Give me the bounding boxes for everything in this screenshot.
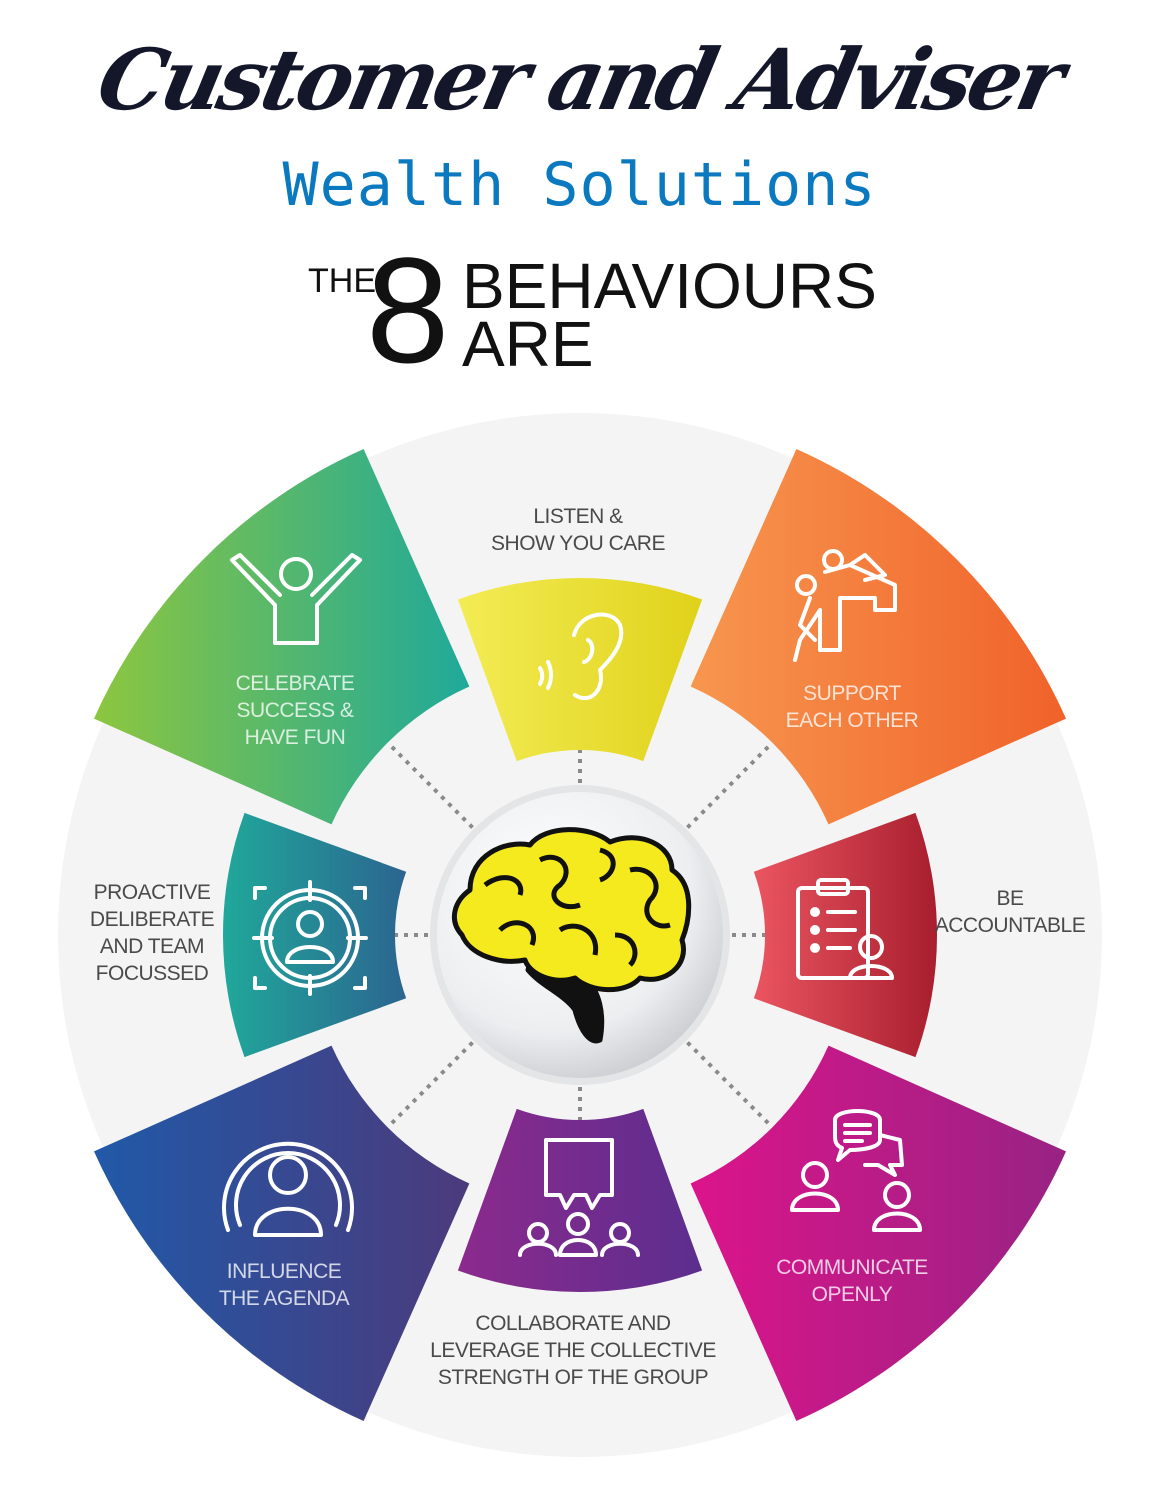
heading-behaviours: BEHAVIOURS [462,250,877,322]
label-proactive: PROACTIVE DELIBERATE AND TEAM FOCUSSED [89,879,215,987]
label-line: SHOW YOU CARE [491,532,665,555]
label-line: SUCCESS & [236,699,354,722]
label-line: CELEBRATE [235,672,355,695]
segment-listen [457,578,703,762]
label-line: EACH OTHER [785,709,919,732]
clipboard-person-icon [796,878,894,980]
label-collaborate: COLLABORATE AND LEVERAGE THE COLLECTIVE ST… [430,1310,716,1391]
label-line: OPENLY [811,1283,893,1306]
segment-support [690,448,1067,825]
radiating-person-icon [222,1141,354,1237]
label-line: PROACTIVE [93,881,211,904]
connector-communicate [686,1041,774,1129]
segment-accountable [753,812,937,1058]
label-line: COMMUNICATE [776,1256,928,1279]
segment-communicate [690,1045,1067,1422]
heading-are: ARE [462,308,594,380]
connector-support [686,741,774,829]
group-speech-icon [518,1138,640,1257]
label-celebrate: CELEBRATE SUCCESS & HAVE FUN [236,670,355,751]
segment-collaborate [457,1108,703,1293]
celebrate-person-icon [230,553,362,645]
heading-the: THE [308,262,376,300]
heading-number: 8 [366,226,450,394]
subtitle: Wealth Solutions [282,150,877,220]
chat-people-icon [790,1109,922,1232]
label-influence: INFLUENCE THE AGENDA [218,1258,350,1312]
label-line: HAVE FUN [244,726,346,749]
label-line: ACCOUNTABLE [934,914,1086,937]
label-line: AND TEAM [99,935,205,958]
connector-celebrate [386,741,474,829]
target-person-icon [252,880,368,996]
label-line: LISTEN & [533,505,623,528]
climbing-help-icon [793,549,897,662]
connector-influence [386,1041,474,1129]
brain-icon [451,827,692,1044]
label-line: DELIBERATE [89,908,215,931]
label-line: INFLUENCE [226,1260,342,1283]
ear-icon [538,612,624,701]
label-line: THE AGENDA [218,1287,350,1310]
label-support: SUPPORT EACH OTHER [786,680,919,734]
segment-celebrate [93,448,470,825]
label-line: SUPPORT [803,682,901,705]
label-communicate: COMMUNICATE OPENLY [776,1254,928,1308]
label-line: STRENGTH OF THE GROUP [437,1366,709,1389]
label-accountable: BE ACCOUNTABLE [934,885,1086,939]
label-listen: LISTEN & SHOW YOU CARE [491,503,665,557]
label-line: FOCUSSED [95,962,209,985]
label-line: COLLABORATE AND [475,1312,671,1335]
label-line: BE [996,887,1024,910]
label-line: LEVERAGE THE COLLECTIVE [430,1339,716,1362]
